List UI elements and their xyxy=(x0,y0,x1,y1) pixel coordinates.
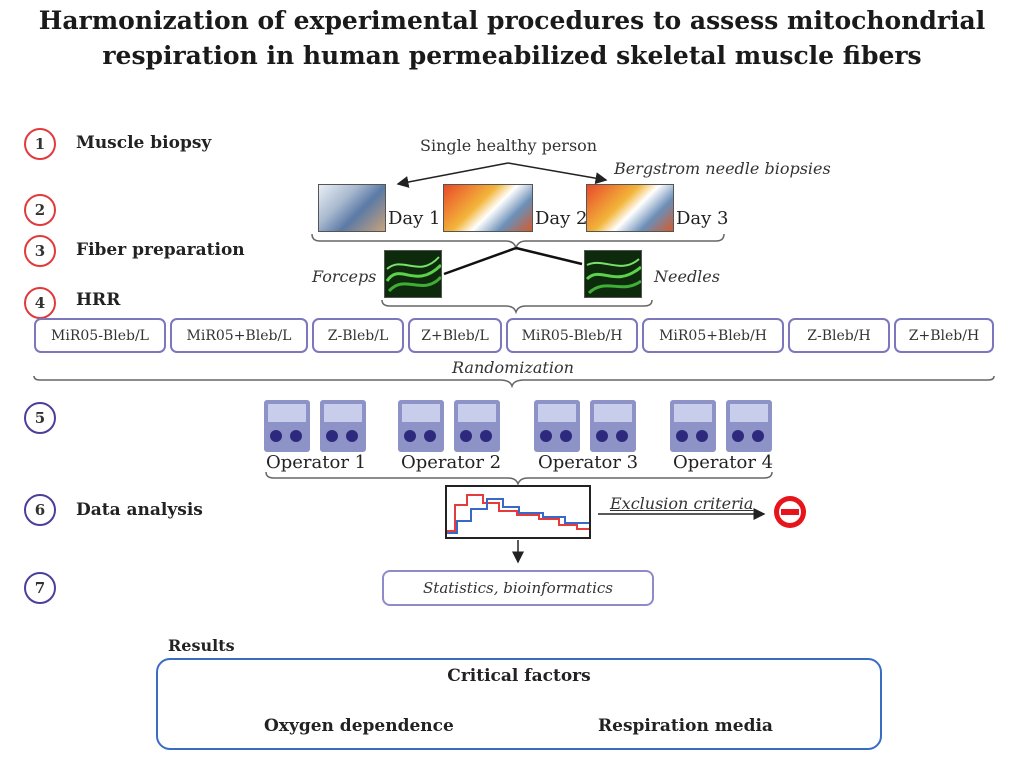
forceps-fiber-image xyxy=(384,250,442,298)
day-2-image xyxy=(443,184,533,232)
needles-label: Needles xyxy=(654,267,720,286)
needles-fiber-image xyxy=(584,250,642,298)
results-box: Critical factors Oxygen dependence Respi… xyxy=(156,658,882,750)
no-entry-icon xyxy=(772,494,808,530)
step-label-fiber-preparation: Fiber preparation xyxy=(76,240,245,260)
fiber-micrograph xyxy=(585,258,641,295)
results-heading: Results xyxy=(168,636,235,655)
day-1-label: Day 1 xyxy=(388,208,441,229)
step-3-circle: 3 xyxy=(24,235,56,267)
oxygraph-icon xyxy=(534,400,636,452)
operator-1-icons xyxy=(262,398,372,454)
step-5-circle: 5 xyxy=(24,402,56,434)
fiber-micrograph xyxy=(385,256,441,293)
step-2-circle: 2 xyxy=(24,194,56,226)
hrr-condition-pill: MiR05+Bleb/H xyxy=(642,318,784,353)
operator-3-icons xyxy=(532,398,642,454)
hrr-condition-pill: Z-Bleb/H xyxy=(788,318,890,353)
title-line-1: Harmonization of experimental procedures… xyxy=(38,6,986,35)
day-3-image xyxy=(586,184,674,232)
step-6-circle: 6 xyxy=(24,494,56,526)
trace-lines xyxy=(447,494,589,534)
step-1-circle: 1 xyxy=(24,128,56,160)
hrr-condition-pill: Z+Bleb/H xyxy=(894,318,994,353)
step-label-muscle-biopsy: Muscle biopsy xyxy=(76,133,212,153)
day-3-label: Day 3 xyxy=(676,208,729,229)
operator-1-label: Operator 1 xyxy=(266,452,367,473)
step-number: 6 xyxy=(34,501,46,519)
hrr-condition-pill: MiR05+Bleb/L xyxy=(170,318,308,353)
title-line-2: respiration in human permeabilized skele… xyxy=(102,41,922,70)
single-person-label: Single healthy person xyxy=(420,136,598,155)
step-number: 4 xyxy=(34,294,46,312)
operator-3-label: Operator 3 xyxy=(538,452,639,473)
step-number: 3 xyxy=(34,242,46,260)
exclusion-criteria-label: Exclusion criteria xyxy=(610,494,754,513)
day-2-label: Day 2 xyxy=(535,208,588,229)
hrr-condition-pill: MiR05-Bleb/L xyxy=(34,318,166,353)
respiration-media-label: Respiration media xyxy=(598,716,773,736)
operator-2-icons xyxy=(396,398,506,454)
step-4-circle: 4 xyxy=(24,287,56,319)
step-number: 2 xyxy=(34,201,46,219)
day-1-image xyxy=(318,184,386,232)
oxygraph-icon xyxy=(264,400,366,452)
critical-factors-title: Critical factors xyxy=(447,666,591,686)
step-number: 7 xyxy=(34,579,46,597)
step-number: 1 xyxy=(34,135,46,153)
step-label-hrr: HRR xyxy=(76,290,121,310)
oxygen-dependence-label: Oxygen dependence xyxy=(264,716,454,736)
statistics-box: Statistics, bioinformatics xyxy=(382,570,654,606)
hrr-condition-pill: Z-Bleb/L xyxy=(312,318,404,353)
oxygraph-icon xyxy=(398,400,500,452)
operator-2-label: Operator 2 xyxy=(401,452,502,473)
operator-4-label: Operator 4 xyxy=(673,452,774,473)
randomization-label: Randomization xyxy=(452,358,574,377)
forceps-label: Forceps xyxy=(312,267,377,286)
hrr-condition-pill: Z+Bleb/L xyxy=(408,318,502,353)
step-7-circle: 7 xyxy=(24,572,56,604)
operator-4-icons xyxy=(668,398,778,454)
bergstrom-label: Bergstrom needle biopsies xyxy=(614,159,831,178)
oxygraph-icon xyxy=(670,400,772,452)
step-number: 5 xyxy=(34,409,46,427)
step-label-data-analysis: Data analysis xyxy=(76,500,203,520)
no-entry-icon xyxy=(774,496,806,528)
hrr-condition-pill: MiR05-Bleb/H xyxy=(506,318,638,353)
